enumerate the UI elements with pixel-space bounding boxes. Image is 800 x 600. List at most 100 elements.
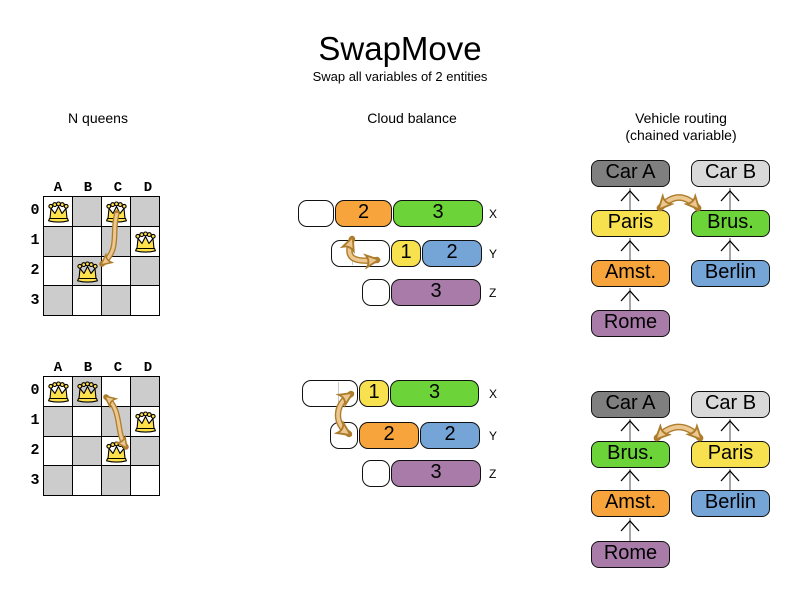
cloud-row-x-after: 1 3 [302, 380, 480, 407]
swap-arrow-vehicle-after [653, 427, 704, 442]
col-label: C [113, 180, 123, 196]
cloud-process-segment: 3 [391, 460, 481, 487]
vr-node-brussels: Brus. [691, 210, 770, 237]
cloud-row-label: Y [489, 247, 498, 261]
cloud-process-segment: 1 [391, 240, 421, 267]
row-label: 3 [30, 292, 40, 309]
board-col-labels: A B C D [43, 180, 177, 196]
vr-node-rome: Rome [591, 541, 670, 568]
vehicle-subheader: (chained variable) [625, 127, 737, 143]
vr-node-paris: Paris [691, 441, 770, 468]
col-label: D [143, 180, 153, 196]
cloud-process-segment: 3 [393, 200, 483, 227]
vr-node-car-b: Car B [691, 160, 770, 187]
vr-node-berlin: Berlin [691, 260, 770, 287]
board-cell [43, 225, 73, 257]
board-cell [130, 465, 160, 496]
col-label: A [53, 360, 63, 376]
cloud-row-y-before: 1 2 [331, 240, 483, 267]
cloud-row-label: Y [489, 429, 498, 443]
col-label: D [143, 360, 153, 376]
nqueens-board-after: A B C D 0 1 2 3 [27, 360, 177, 496]
board-cell [72, 225, 102, 257]
board-row-labels: 0 1 2 3 [27, 196, 43, 316]
cloud-row-label: Z [489, 286, 497, 300]
board-cell [101, 435, 131, 467]
vr-node-berlin: Berlin [691, 490, 770, 517]
board-cell [72, 285, 102, 316]
row-label: 2 [30, 262, 40, 279]
cloud-process-segment: 1 [359, 380, 389, 407]
vr-node-brussels: Brus. [591, 441, 670, 468]
board-cell [72, 465, 102, 496]
vr-node-paris: Paris [591, 210, 670, 237]
cloud-process-segment: 2 [422, 240, 482, 267]
cloud-empty-segment [298, 200, 334, 227]
board-cell [130, 196, 160, 227]
row-label: 0 [30, 382, 40, 399]
board-cell [101, 465, 131, 496]
vr-node-car-a: Car A [591, 160, 670, 187]
row-label: 3 [30, 472, 40, 489]
col-label: B [83, 180, 93, 196]
cloud-row-z-after: 3 [362, 460, 482, 487]
cloud-row-x-before: 2 3 [298, 200, 484, 227]
queen-icon [76, 261, 98, 283]
nqueens-board-before: A B C D 0 1 2 3 [27, 180, 177, 316]
cloud-row-label: X [489, 207, 498, 221]
board-cell [72, 255, 102, 287]
board-cell [43, 285, 73, 316]
vr-node-amsterdam: Amst. [591, 490, 670, 517]
cloud-row-y-after: 2 2 [330, 422, 481, 449]
cloud-empty-segment [302, 380, 358, 407]
row-label: 1 [30, 412, 40, 429]
board-cell [130, 376, 160, 407]
vr-node-car-a: Car A [591, 391, 670, 418]
swap-arrow-vehicle-before [656, 198, 702, 212]
cloud-process-segment: 2 [335, 200, 392, 227]
cloud-row-label: X [489, 387, 498, 401]
cloud-row-z-before: 3 [362, 279, 482, 306]
board-col-labels: A B C D [43, 360, 177, 376]
cloud-empty-segment [330, 422, 358, 449]
vr-node-car-b: Car B [691, 391, 770, 418]
vehicle-header: Vehicle routing [635, 110, 727, 126]
board-cell [72, 376, 102, 407]
col-label: A [53, 180, 63, 196]
board-cell [43, 405, 73, 437]
queen-icon [105, 201, 127, 224]
chain-arrowhead-chevron [620, 190, 740, 532]
board-cell [130, 435, 160, 467]
board-cell [130, 285, 160, 316]
ghost-divider [352, 242, 353, 265]
cloud-process-segment: 3 [391, 279, 481, 306]
chain-link-line [629, 188, 731, 541]
queen-icon [134, 231, 156, 253]
vr-node-amsterdam: Amst. [591, 260, 670, 287]
queen-icon [47, 381, 69, 404]
queen-icon [105, 441, 127, 463]
page-title: SwapMove [318, 30, 482, 67]
col-label: B [83, 360, 93, 376]
queen-icon [47, 201, 69, 224]
board-cell [72, 196, 102, 227]
cloud-process-segment: 2 [359, 422, 419, 449]
queen-icon [76, 381, 98, 404]
row-label: 2 [30, 442, 40, 459]
chess-board [43, 376, 160, 496]
board-cell [130, 255, 160, 287]
board-cell [101, 196, 131, 227]
board-cell [101, 225, 131, 257]
board-cell [130, 405, 160, 437]
board-cell [43, 255, 73, 287]
board-cell [43, 465, 73, 496]
board-cell [130, 225, 160, 257]
cloud-process-segment: 3 [390, 380, 479, 407]
board-cell [43, 376, 73, 407]
cloud-row-label: Z [489, 467, 497, 481]
cloud-empty-segment [331, 240, 390, 267]
page-subtitle: Swap all variables of 2 entities [312, 69, 488, 84]
cloud-empty-segment [362, 460, 390, 487]
board-cell [101, 376, 131, 407]
